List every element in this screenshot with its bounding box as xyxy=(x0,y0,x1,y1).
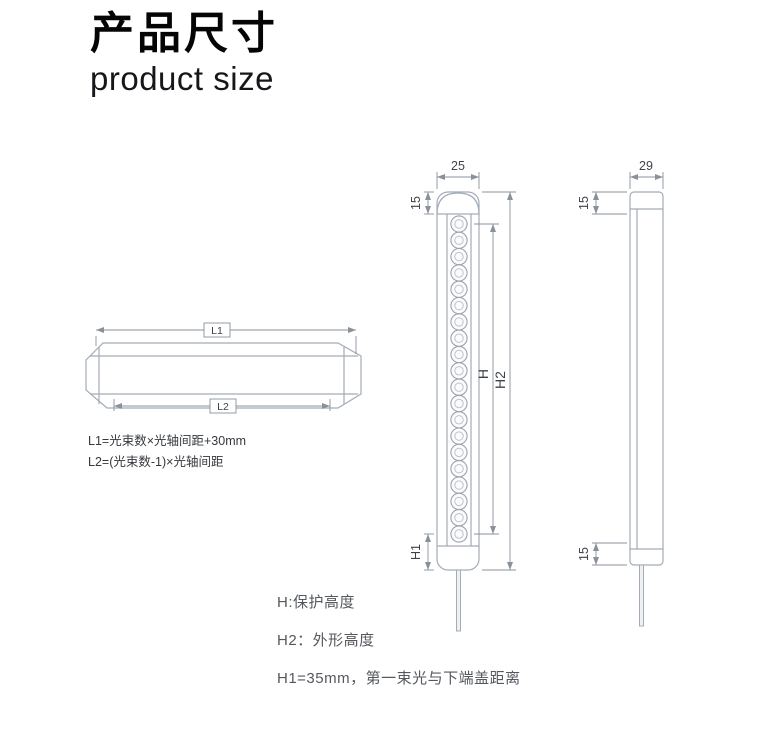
beam-lens xyxy=(454,382,464,392)
note-h2: H2：外形高度 xyxy=(277,632,375,649)
front-h-label: H xyxy=(475,369,491,379)
side-dim-width: 29 xyxy=(629,159,664,189)
beam-lens xyxy=(450,476,468,494)
beam-lens xyxy=(450,443,468,462)
front-width-label: 25 xyxy=(451,159,465,173)
beam-lens xyxy=(450,509,468,527)
beam-lens xyxy=(450,264,468,282)
beam-lens xyxy=(450,247,468,266)
front-dim-h2: H2 xyxy=(482,191,516,571)
beam-lens xyxy=(454,431,464,441)
beam-lens xyxy=(450,378,468,396)
beam-lens xyxy=(454,300,464,311)
front-dim-width: 25 xyxy=(436,159,480,189)
beam-lens xyxy=(450,492,468,511)
l2-dim-label: L2 xyxy=(217,401,229,413)
formula-l2: L2=(光束数-1)×光轴间距 xyxy=(88,455,224,470)
beam-lens xyxy=(454,235,464,246)
beam-lens xyxy=(450,215,468,233)
side-body xyxy=(629,191,664,566)
iso-formulas: L1=光束数×光轴间距+30mm L2=(光束数-1)×光轴间距 xyxy=(88,431,246,474)
side-dim-bottom15: 15 xyxy=(577,542,627,566)
beam-lens xyxy=(454,464,464,474)
beam-lens xyxy=(454,415,464,425)
beam-lens xyxy=(454,529,464,539)
beam-lens xyxy=(454,284,464,294)
beam-lens xyxy=(454,333,464,343)
note-h1: H1=35mm，第一束光与下端盖距离 xyxy=(277,670,521,687)
side-bottom15-label: 15 xyxy=(577,547,591,561)
beam-circles xyxy=(450,215,468,543)
side-cable xyxy=(639,564,644,627)
note-h: H:保护高度 xyxy=(277,594,356,611)
beam-lens xyxy=(454,447,464,458)
front-h2-label: H2 xyxy=(492,371,508,389)
beam-lens xyxy=(450,313,468,331)
beam-lens xyxy=(454,317,464,327)
header: 产品尺寸 product size xyxy=(90,9,278,98)
iso-view: L1 L2 xyxy=(85,322,362,414)
beam-lens xyxy=(454,366,464,376)
front-cable xyxy=(456,569,461,632)
beam-lens xyxy=(450,231,468,249)
beam-lens xyxy=(450,329,468,347)
iso-dim-l1: L1 xyxy=(95,322,357,354)
side-view: 29 15 15 xyxy=(577,159,664,627)
page-title-zh: 产品尺寸 xyxy=(90,9,278,58)
beam-lens xyxy=(450,280,468,298)
beam-lens xyxy=(450,427,468,445)
beam-lens xyxy=(454,349,464,360)
beam-lens xyxy=(450,345,468,364)
iso-dim-l2: L2 xyxy=(113,398,331,414)
front-h1-label: H1 xyxy=(409,544,423,560)
beam-lens xyxy=(450,362,468,380)
side-width-label: 29 xyxy=(639,159,653,173)
l1-dim-label: L1 xyxy=(211,325,223,337)
beam-lens xyxy=(450,296,468,315)
front-dim-h: H xyxy=(474,223,499,535)
side-top15-label: 15 xyxy=(577,196,591,210)
beam-lens xyxy=(454,398,464,409)
front-top15-label: 15 xyxy=(409,196,423,210)
page-title-en: product size xyxy=(90,60,274,98)
side-dim-top15: 15 xyxy=(577,191,627,215)
beam-lens xyxy=(454,251,464,262)
beam-lens xyxy=(450,394,468,413)
beam-lens xyxy=(454,268,464,278)
beam-lens xyxy=(454,496,464,507)
front-dim-top15: 15 xyxy=(409,191,434,215)
beam-lens xyxy=(450,460,468,478)
beam-lens xyxy=(454,219,464,229)
formula-l1: L1=光束数×光轴间距+30mm xyxy=(88,434,247,448)
beam-lens xyxy=(454,480,464,490)
beam-lens xyxy=(450,525,468,543)
beam-lens xyxy=(450,411,468,429)
iso-bar-outline xyxy=(85,342,362,409)
dimension-notes: H:保护高度 H2：外形高度 H1=35mm，第一束光与下端盖距离 xyxy=(277,591,521,705)
beam-lens xyxy=(454,513,464,523)
front-view: 25 15 H H2 xyxy=(409,159,516,632)
front-dim-h1: H1 xyxy=(409,533,434,571)
